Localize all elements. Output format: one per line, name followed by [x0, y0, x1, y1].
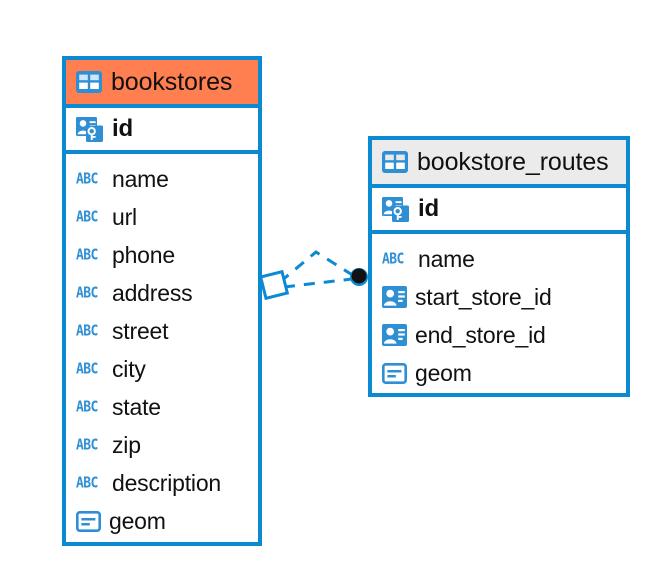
- abc-text-icon: ABC: [76, 398, 98, 416]
- field-label: name: [112, 165, 169, 192]
- field-row[interactable]: end_store_id: [372, 316, 626, 354]
- field-list: ABC name ABC url ABC phone ABC address A…: [66, 154, 258, 546]
- field-list: ABC name start_store_id: [372, 234, 626, 398]
- field-row[interactable]: ABC address: [66, 274, 258, 312]
- abc-text-icon: ABC: [76, 360, 98, 378]
- field-label: geom: [109, 507, 166, 534]
- entity-title: bookstore_routes: [417, 147, 609, 176]
- field-row[interactable]: ABC street: [66, 312, 258, 350]
- field-label: city: [112, 355, 146, 382]
- field-row[interactable]: ABC url: [66, 198, 258, 236]
- entity-title: bookstores: [111, 67, 233, 96]
- field-row[interactable]: ABC city: [66, 350, 258, 388]
- field-label: geom: [415, 359, 472, 386]
- primary-key-label: id: [418, 195, 439, 222]
- field-label: start_store_id: [415, 283, 552, 310]
- primary-key-row[interactable]: id: [372, 188, 626, 234]
- relationship-line: [279, 250, 355, 289]
- abc-text-icon: ABC: [76, 170, 98, 188]
- field-row[interactable]: start_store_id: [372, 278, 626, 316]
- field-label: name: [418, 245, 475, 272]
- primary-key-icon: [76, 116, 103, 142]
- abc-text-icon: ABC: [76, 436, 98, 454]
- foreign-key-icon: [382, 286, 407, 308]
- abc-text-icon: ABC: [76, 284, 98, 302]
- entity-table-bookstores[interactable]: bookstores id ABC name ABC: [62, 56, 262, 546]
- field-row[interactable]: ABC zip: [66, 426, 258, 464]
- table-icon: [382, 151, 408, 173]
- field-row[interactable]: ABC name: [66, 160, 258, 198]
- field-label: end_store_id: [415, 321, 546, 348]
- abc-text-icon: ABC: [76, 208, 98, 226]
- field-row[interactable]: ABC name: [372, 240, 626, 278]
- primary-key-row[interactable]: id: [66, 108, 258, 154]
- field-label: phone: [112, 241, 175, 268]
- field-label: url: [112, 203, 137, 230]
- entity-header-bookstores[interactable]: bookstores: [66, 60, 258, 108]
- table-icon: [76, 71, 102, 93]
- relationship-target-circle: [350, 268, 368, 286]
- geometry-icon: [382, 362, 407, 384]
- field-label: street: [112, 317, 169, 344]
- field-row[interactable]: ABC description: [66, 464, 258, 502]
- abc-text-icon: ABC: [76, 322, 98, 340]
- abc-text-icon: ABC: [76, 474, 98, 492]
- geometry-icon: [76, 510, 101, 532]
- field-label: state: [112, 393, 161, 420]
- entity-table-bookstore-routes[interactable]: bookstore_routes id ABC name: [368, 136, 630, 397]
- field-label: zip: [112, 431, 141, 458]
- field-row[interactable]: ABC state: [66, 388, 258, 426]
- field-row[interactable]: ABC phone: [66, 236, 258, 274]
- entity-header-bookstore-routes[interactable]: bookstore_routes: [372, 140, 626, 188]
- primary-key-label: id: [112, 115, 133, 142]
- field-label: description: [112, 469, 222, 496]
- abc-text-icon: ABC: [382, 250, 404, 268]
- field-row[interactable]: geom: [372, 354, 626, 392]
- field-row[interactable]: geom: [66, 502, 258, 540]
- abc-text-icon: ABC: [76, 246, 98, 264]
- relationship-source-diamond: [258, 269, 290, 301]
- foreign-key-icon: [382, 324, 407, 346]
- field-label: address: [112, 279, 193, 306]
- primary-key-icon: [382, 196, 409, 222]
